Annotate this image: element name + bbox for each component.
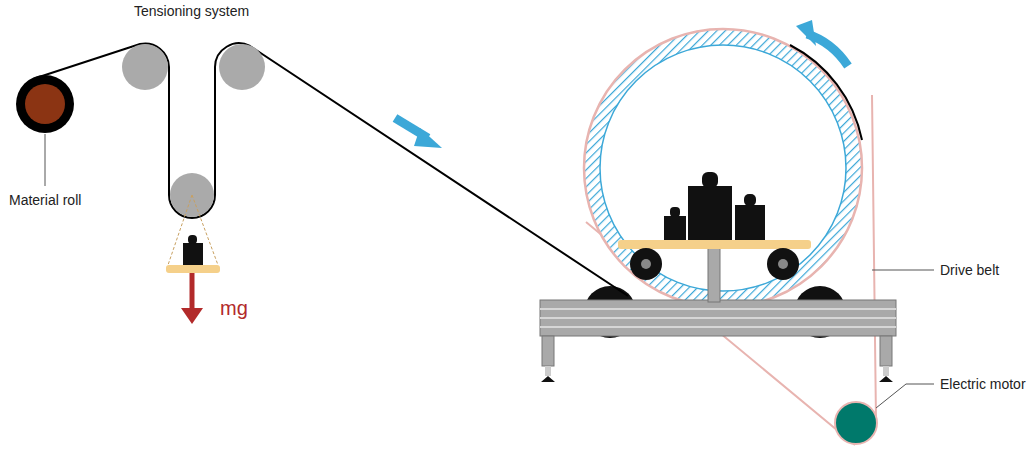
section-title: Tensioning system: [134, 3, 249, 20]
part-label: Material roll: [9, 192, 81, 209]
part-label: Drive belt: [940, 262, 999, 279]
force-label: mg: [220, 296, 248, 320]
part-label: Electric motor: [940, 376, 1026, 393]
